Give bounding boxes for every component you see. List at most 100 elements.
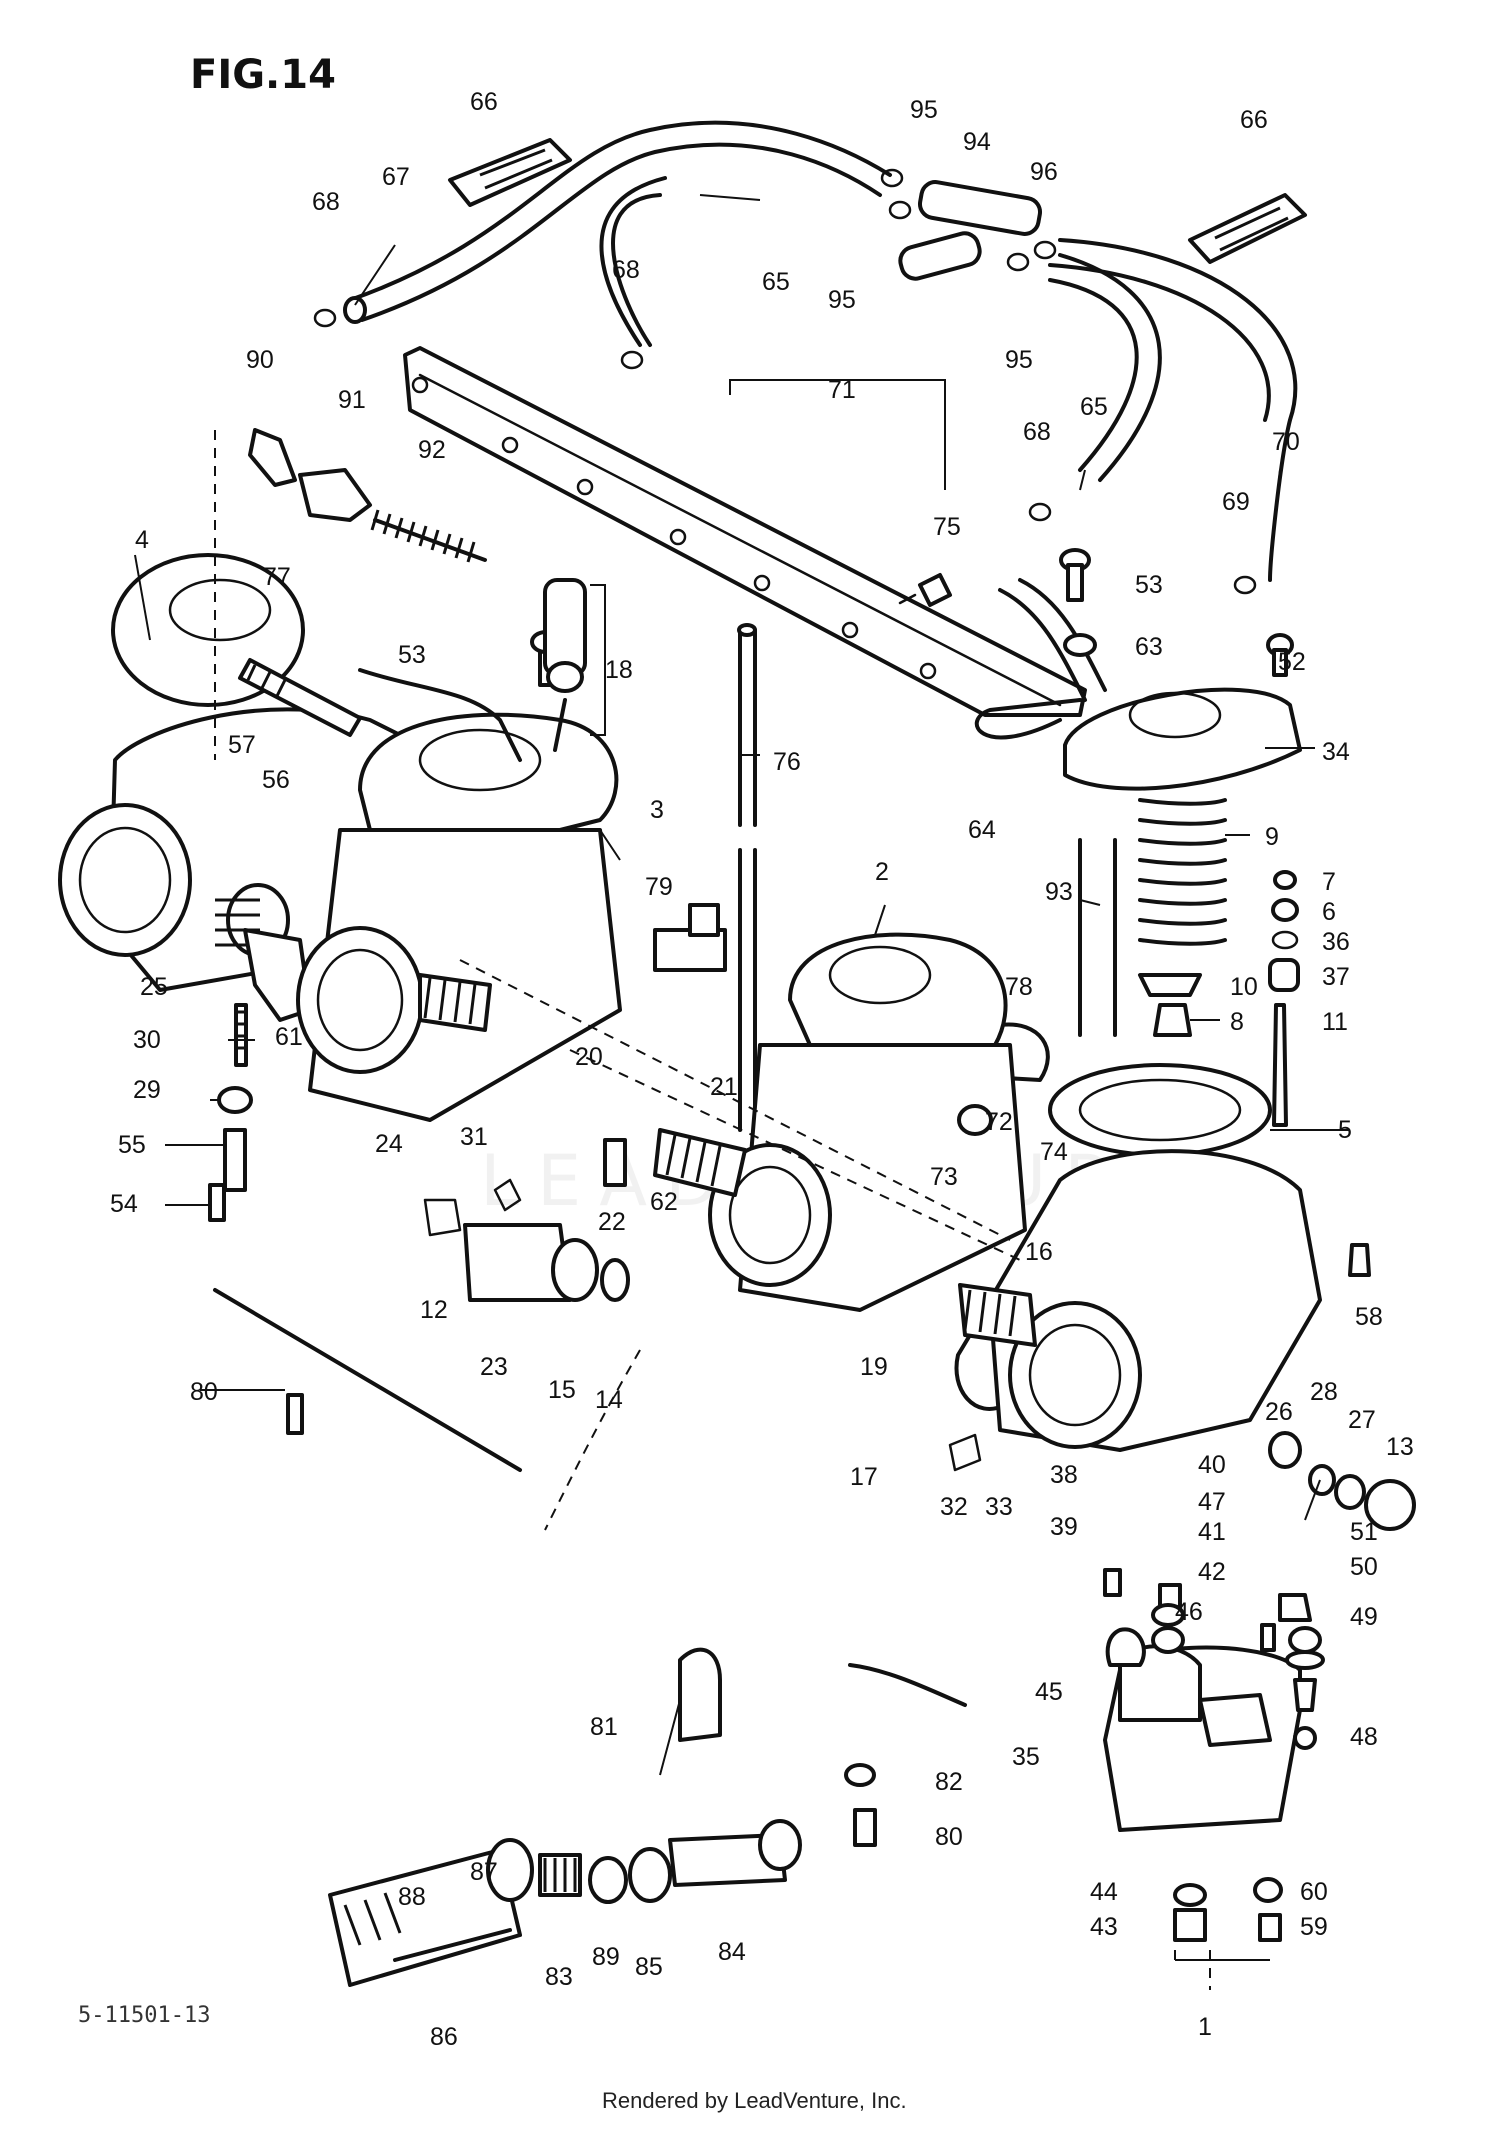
leader-65b (1079, 469, 1086, 491)
callout-51: 51 (1350, 1518, 1378, 1546)
part-18-cap (543, 578, 587, 677)
screw-22 (603, 1138, 627, 1187)
callout-66-left: 66 (470, 88, 498, 116)
callout-58: 58 (1355, 1303, 1383, 1331)
carb2-top-cap-3 (358, 712, 619, 832)
washer-6 (1271, 898, 1299, 922)
needle-holder-8 (1153, 1003, 1192, 1037)
callout-29: 29 (133, 1076, 161, 1104)
clamp-69 (1233, 575, 1257, 595)
callout-17: 17 (850, 1463, 878, 1491)
guide-lines (214, 430, 1211, 1990)
callout-92: 92 (418, 436, 446, 464)
callout-38: 38 (1050, 1461, 1078, 1489)
mounting-plate-71 (403, 346, 1087, 740)
hose-67-inner (360, 142, 882, 322)
callout-53-left: 53 (398, 641, 426, 669)
carburetor-3 (603, 932, 1027, 1472)
washer-28 (1308, 1464, 1336, 1496)
washer-63 (1063, 633, 1097, 657)
washer-82 (844, 1763, 876, 1787)
callout-52: 52 (1278, 648, 1306, 676)
clip-7 (1273, 870, 1297, 890)
plate-hole-6 (841, 621, 859, 639)
carburetor-4 (958, 548, 1416, 1531)
callout-31: 31 (460, 1123, 488, 1151)
hose-70-b (1048, 263, 1271, 422)
lever-detail (343, 1892, 402, 1946)
leader-71 (729, 379, 946, 490)
clamp-68-a (313, 308, 337, 328)
callout-81: 81 (590, 1713, 618, 1741)
callout-9: 9 (1265, 823, 1279, 851)
callout-15: 15 (548, 1376, 576, 1404)
callout-44: 44 (1090, 1878, 1118, 1906)
top-cover-34-dome (1128, 691, 1222, 739)
callout-32: 32 (940, 1493, 968, 1521)
callout-95-b: 95 (828, 286, 856, 314)
shaft-84 (668, 1833, 787, 1887)
callout-59: 59 (1300, 1913, 1328, 1941)
carb4-intake-bore (1028, 1323, 1122, 1427)
carb1-intake-bore (78, 826, 172, 934)
callout-80-a: 80 (190, 1378, 218, 1406)
callout-79: 79 (645, 873, 673, 901)
screw-30-threads (234, 1010, 248, 1050)
jet-46 (1260, 1623, 1276, 1652)
hose-65-right-a (1058, 253, 1162, 482)
screw-52 (1272, 648, 1288, 677)
bracket-61 (243, 928, 312, 1022)
callout-43: 43 (1090, 1913, 1118, 1941)
callout-68-a: 68 (312, 188, 340, 216)
tube-76-lower (738, 848, 757, 1132)
nut-29 (217, 1086, 253, 1114)
callout-13: 13 (1386, 1433, 1414, 1461)
link-81 (678, 1647, 722, 1742)
needle-holder-10 (1138, 973, 1202, 997)
callout-71: 71 (828, 376, 856, 404)
callout-68-b: 68 (612, 256, 640, 284)
screw-59 (1258, 1913, 1282, 1942)
callout-76: 76 (773, 748, 801, 776)
callout-11: 11 (1322, 1008, 1348, 1036)
callout-65-b: 65 (1080, 393, 1108, 421)
washer-41 (1151, 1603, 1185, 1627)
carb1-spring-detail (215, 898, 260, 947)
callout-20: 20 (575, 1043, 603, 1071)
clamp-95-a (880, 168, 904, 188)
o-ring-26 (1268, 1431, 1302, 1469)
callout-40: 40 (1198, 1451, 1226, 1479)
spring-37 (1268, 958, 1300, 992)
washer-89 (588, 1856, 628, 1904)
callout-69: 69 (1222, 488, 1250, 516)
washer-60 (1253, 1877, 1283, 1903)
callout-53-right: 53 (1135, 571, 1163, 599)
callout-80-b: 80 (935, 1823, 963, 1851)
screen-51 (1288, 1626, 1322, 1654)
figure-title: FIG.14 (190, 52, 336, 98)
t-joint-79-stem (688, 903, 720, 937)
callout-49: 49 (1350, 1603, 1378, 1631)
valve-seat-47 (1278, 1593, 1312, 1622)
screw-12 (423, 1198, 462, 1237)
guide-shaft-2 (459, 959, 1011, 1241)
callout-1: 1 (1198, 2013, 1212, 2041)
nut-42 (1151, 1626, 1185, 1654)
callout-77: 77 (263, 563, 291, 591)
leader-81 (659, 1699, 681, 1776)
callout-56: 56 (262, 766, 290, 794)
bushing-85 (628, 1847, 672, 1903)
callout-87: 87 (470, 1858, 498, 1886)
plug-58 (1348, 1243, 1371, 1277)
hose-holder-66-right-detail (1214, 206, 1289, 252)
callout-84: 84 (718, 1938, 746, 1966)
leader-4 (134, 554, 151, 641)
callout-10: 10 (1230, 973, 1258, 1001)
leader-lines (134, 194, 1350, 1776)
leader-3 (599, 829, 621, 861)
jet-38 (1103, 1568, 1122, 1597)
carb2-intake-bore (316, 948, 404, 1052)
callout-61: 61 (275, 1023, 303, 1051)
callout-16: 16 (1025, 1238, 1053, 1266)
part-73 (957, 1104, 993, 1136)
